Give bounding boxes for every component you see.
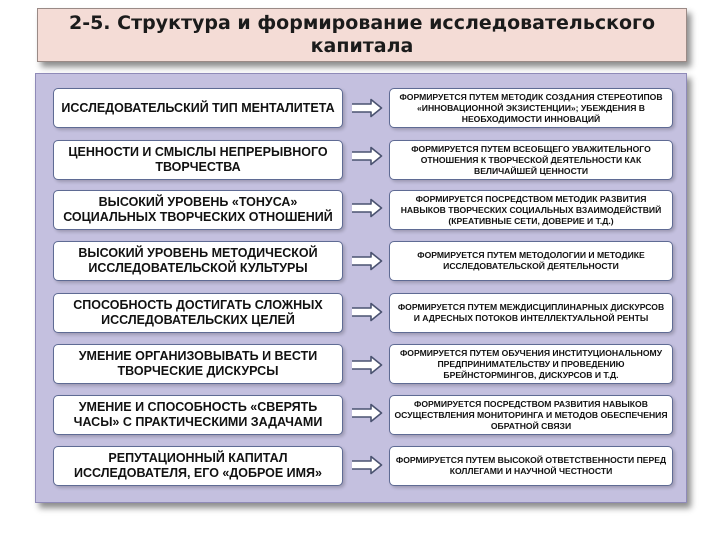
formation-method-label: ФОРМИРУЕТСЯ ПУТЕМ МЕЖДИСЦИПЛИНАРНЫХ ДИСК… [397, 302, 665, 323]
capital-component-label: УМЕНИЕ ОРГАНИЗОВЫВАТЬ И ВЕСТИ ТВОРЧЕСКИЕ… [78, 349, 318, 378]
content-panel [35, 73, 687, 503]
double-arrow-right-icon [352, 302, 383, 322]
formation-method-label: ФОРМИРУЕТСЯ ПУТЕМ ВСЕОБЩЕГО УВАЖИТЕЛЬНОГ… [411, 143, 651, 176]
capital-component-box: УМЕНИЕ И СПОСОБНОСТЬ «СВЕРЯТЬ ЧАСЫ» С ПР… [53, 395, 343, 435]
double-arrow-right-icon [352, 198, 383, 218]
capital-component-label: ИССЛЕДОВАТЕЛЬСКИЙ ТИП МЕНТАЛИТЕТА [61, 100, 335, 115]
formation-method-box: ФОРМИРУЕТСЯ ПУТЕМ МЕТОДОЛОГИИ И МЕТОДИКЕ… [389, 241, 673, 281]
capital-component-box: СПОСОБНОСТЬ ДОСТИГАТЬ СЛОЖНЫХ ИССЛЕДОВАТ… [53, 293, 343, 333]
formation-method-label: ФОРМИРУЕТСЯ ПУТЕМ МЕТОДОЛОГИИ И МЕТОДИКЕ… [417, 250, 645, 271]
capital-component-box: ИССЛЕДОВАТЕЛЬСКИЙ ТИП МЕНТАЛИТЕТА [53, 88, 343, 128]
formation-method-label: ФОРМИРУЕТСЯ ПОСРЕДСТВОМ РАЗВИТИЯ НАВЫКОВ… [394, 398, 668, 431]
double-arrow-right-icon [352, 98, 383, 118]
title-banner: 2-5. Структура и формирование исследоват… [37, 8, 687, 62]
capital-component-label: СПОСОБНОСТЬ ДОСТИГАТЬ СЛОЖНЫХ ИССЛЕДОВАТ… [73, 298, 323, 327]
double-arrow-right-icon [352, 403, 383, 423]
formation-method-label: ФОРМИРУЕТСЯ ПУТЕМ ОБУЧЕНИЯ ИНСТИТУЦИОНАЛ… [399, 347, 663, 380]
double-arrow-right-icon [352, 355, 383, 375]
formation-method-box: ФОРМИРУЕТСЯ ПУТЕМ ОБУЧЕНИЯ ИНСТИТУЦИОНАЛ… [389, 344, 673, 384]
double-arrow-right-icon [352, 251, 383, 271]
capital-component-box: УМЕНИЕ ОРГАНИЗОВЫВАТЬ И ВЕСТИ ТВОРЧЕСКИЕ… [53, 344, 343, 384]
formation-method-box: ФОРМИРУЕТСЯ ПУТЕМ МЕТОДИК СОЗДАНИЯ СТЕРЕ… [389, 88, 673, 128]
capital-component-label: ВЫСОКИЙ УРОВЕНЬ МЕТОДИЧЕСКОЙ ИССЛЕДОВАТЕ… [78, 246, 318, 275]
capital-component-label: РЕПУТАЦИОННЫЙ КАПИТАЛ ИССЛЕДОВАТЕЛЯ, ЕГО… [73, 451, 322, 480]
capital-component-box: РЕПУТАЦИОННЫЙ КАПИТАЛ ИССЛЕДОВАТЕЛЯ, ЕГО… [53, 446, 343, 486]
formation-method-label: ФОРМИРУЕТСЯ ПУТЕМ ВЫСОКОЙ ОТВЕТСТВЕННОСТ… [395, 455, 667, 476]
formation-method-label: ФОРМИРУЕТСЯ ПОСРЕДСТВОМ МЕТОДИК РАЗВИТИЯ… [400, 193, 662, 226]
formation-method-box: ФОРМИРУЕТСЯ ПОСРЕДСТВОМ РАЗВИТИЯ НАВЫКОВ… [389, 395, 673, 435]
double-arrow-right-icon [352, 455, 383, 475]
formation-method-label: ФОРМИРУЕТСЯ ПУТЕМ МЕТОДИК СОЗДАНИЯ СТЕРЕ… [399, 91, 663, 124]
formation-method-box: ФОРМИРУЕТСЯ ПОСРЕДСТВОМ МЕТОДИК РАЗВИТИЯ… [389, 190, 673, 230]
capital-component-label: ВЫСОКИЙ УРОВЕНЬ «ТОНУСА» СОЦИАЛЬНЫХ ТВОР… [63, 195, 333, 224]
capital-component-box: ВЫСОКИЙ УРОВЕНЬ «ТОНУСА» СОЦИАЛЬНЫХ ТВОР… [53, 190, 343, 230]
formation-method-box: ФОРМИРУЕТСЯ ПУТЕМ ВЫСОКОЙ ОТВЕТСТВЕННОСТ… [389, 446, 673, 486]
formation-method-box: ФОРМИРУЕТСЯ ПУТЕМ МЕЖДИСЦИПЛИНАРНЫХ ДИСК… [389, 293, 673, 333]
capital-component-box: ВЫСОКИЙ УРОВЕНЬ МЕТОДИЧЕСКОЙ ИССЛЕДОВАТЕ… [53, 241, 343, 281]
diagram-title: 2-5. Структура и формирование исследоват… [68, 12, 656, 57]
double-arrow-right-icon [352, 146, 383, 166]
capital-component-box: ЦЕННОСТИ И СМЫСЛЫ НЕПРЕРЫВНОГО ТВОРЧЕСТВ… [53, 140, 343, 180]
capital-component-label: УМЕНИЕ И СПОСОБНОСТЬ «СВЕРЯТЬ ЧАСЫ» С ПР… [73, 400, 323, 429]
formation-method-box: ФОРМИРУЕТСЯ ПУТЕМ ВСЕОБЩЕГО УВАЖИТЕЛЬНОГ… [389, 140, 673, 180]
capital-component-label: ЦЕННОСТИ И СМЫСЛЫ НЕПРЕРЫВНОГО ТВОРЧЕСТВ… [68, 145, 328, 174]
